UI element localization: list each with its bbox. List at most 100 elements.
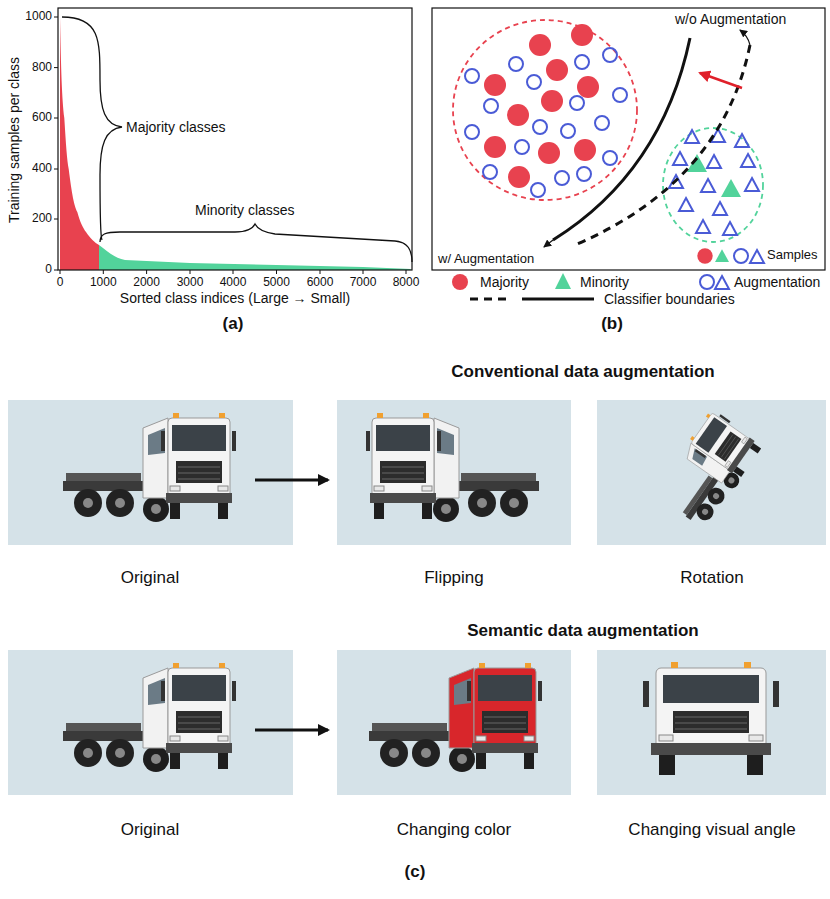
truck-photos-part: [255, 479, 328, 482]
scatter-b-part: [707, 155, 721, 168]
scatter-b-part: [721, 179, 741, 197]
chart-a-part-part: [406, 270, 407, 274]
scatter-b-part: [595, 116, 609, 130]
chart-a-part-part: [320, 270, 321, 274]
chart-a-part-part: [60, 270, 61, 274]
image-caption: Original: [121, 820, 180, 840]
tick-label: 5000: [263, 276, 290, 290]
scatter-b-part: [571, 24, 593, 46]
scatter-b-part: [484, 136, 506, 158]
scatter-b-part: [723, 222, 737, 235]
scatter-b-part: [575, 55, 589, 69]
scatter-b: [432, 8, 825, 299]
chart-a-part-part: [146, 270, 147, 274]
chart-a-part: [60, 17, 99, 270]
scatter-b-part: [531, 183, 545, 197]
tick-label: 0: [45, 263, 52, 277]
image-caption: Changing visual angle: [628, 820, 795, 840]
truck-photos-part-part: [652, 408, 765, 531]
chart-a-part-part: [54, 270, 58, 271]
chart-a-part: [99, 245, 411, 270]
scatter-b-part: [465, 125, 479, 139]
scatter-b-part: [679, 198, 693, 211]
scatter-b-part: [465, 69, 479, 83]
scatter-b-part: [453, 20, 637, 200]
panel-label: (a): [223, 314, 244, 334]
panel-label: (b): [601, 314, 623, 334]
scatter-b-part: [541, 90, 563, 112]
scatter-b-part: [745, 178, 759, 191]
truck-photos-part: [63, 413, 236, 522]
scatter-b-part: [697, 248, 712, 263]
tick-label: 3000: [177, 276, 204, 290]
scatter-b-part: [553, 38, 690, 240]
scatter-b-part: [603, 151, 617, 165]
truck-photos-part: [337, 650, 571, 795]
legend-label: Majority: [480, 274, 529, 290]
chart-a-part: [58, 8, 412, 270]
tick-label: 200: [32, 212, 52, 226]
scatter-b-part: [529, 34, 551, 56]
scatter-b-part: [527, 75, 541, 89]
axis-title: Training samples per class: [6, 57, 22, 223]
scatter-b-part: [701, 179, 715, 192]
annotation: w/o Augmentation: [675, 11, 786, 27]
scatter-b-part: [673, 152, 687, 165]
legend-swatch: [555, 273, 571, 289]
section-title: Semantic data augmentation: [467, 621, 698, 641]
chart-a-part-part: [276, 270, 277, 274]
scatter-b-part: [544, 240, 553, 247]
legend-label: Classifier boundaries: [604, 291, 735, 307]
scatter-b-part: [603, 48, 617, 62]
tick-label: 4000: [220, 276, 247, 290]
scatter-b-part: [555, 171, 569, 185]
scatter-b-part: [546, 59, 568, 81]
scatter-b-part: [734, 249, 748, 263]
scatter-b-part: [741, 154, 755, 167]
scatter-b-part: [574, 139, 596, 161]
scatter-b-part: [561, 124, 575, 138]
tick-label: 800: [32, 61, 52, 75]
scatter-b-part: [507, 104, 529, 126]
scatter-b-part: [470, 298, 512, 301]
scatter-b-part: [715, 276, 729, 289]
chart-a: [54, 8, 412, 274]
scatter-b-part: [700, 275, 714, 289]
scatter-b-part: [570, 96, 584, 110]
chart-a-part-part: [363, 270, 364, 274]
scatter-b-part: [484, 74, 506, 96]
scatter-b-part: [740, 30, 750, 45]
section-title: Conventional data augmentation: [451, 362, 715, 382]
truck-photos-part: [369, 663, 542, 772]
chart-a-part-part: [233, 270, 234, 274]
scatter-b-part: [522, 298, 594, 301]
chart-a-part: [54, 17, 406, 274]
image-caption: Changing color: [397, 820, 511, 840]
tick-label: 600: [32, 111, 52, 125]
scatter-b-part: [715, 249, 729, 262]
scatter-b-part: [533, 120, 547, 134]
scatter-b-part: [750, 250, 764, 263]
scatter-b-part: [735, 134, 749, 147]
scatter-b-part: [687, 154, 707, 172]
truck-photos-part: [366, 413, 539, 522]
truck-photos: [8, 400, 826, 795]
scatter-b-part: [538, 142, 560, 164]
scatter-b-part: [484, 99, 498, 113]
legend-label: Augmentation: [734, 274, 820, 290]
chart-a-part-part: [54, 169, 58, 170]
legend-label: Samples: [767, 248, 818, 263]
tick-label: 6000: [307, 276, 334, 290]
tick-label: 1000: [90, 276, 117, 290]
truck-photos-part: [8, 400, 293, 545]
legend-label: Minority: [580, 274, 629, 290]
panel-label: (c): [405, 862, 426, 882]
scatter-b-part: [713, 202, 727, 215]
scatter-b-part: [685, 130, 699, 143]
scatter-b-part: [515, 140, 529, 154]
tick-label: 2000: [133, 276, 160, 290]
truck-photos-part: [8, 650, 293, 795]
truck-photos-part: [652, 408, 765, 531]
image-caption: Original: [121, 568, 180, 588]
